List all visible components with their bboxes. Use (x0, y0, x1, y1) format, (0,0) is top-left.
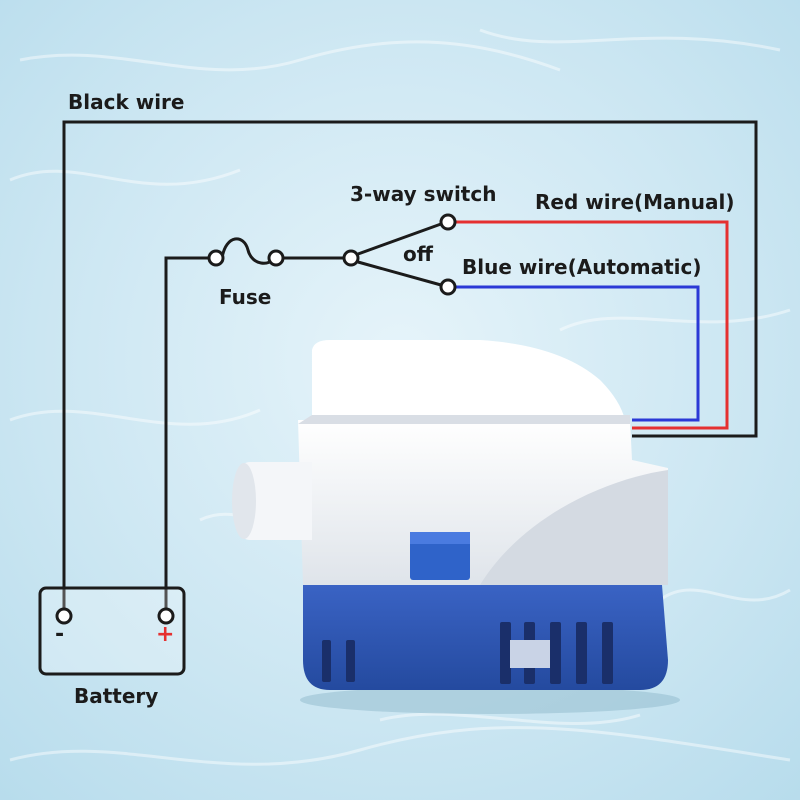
positive-wire (164, 256, 208, 612)
black-wire-label: Black wire (68, 90, 185, 114)
black-wire (62, 120, 758, 612)
fuse-icon (207, 237, 285, 267)
battery-negative-terminal-label: - (55, 622, 65, 647)
red-wire-label: Red wire(Manual) (535, 190, 735, 214)
blue-wire (456, 285, 700, 422)
battery-icon (38, 586, 186, 676)
switch-off-label: off (403, 242, 433, 266)
water-ripples (9, 28, 791, 766)
battery-positive-terminal-label: + (156, 622, 175, 647)
fuse-label: Fuse (219, 285, 272, 309)
pump-icon (232, 340, 680, 714)
switch-icon (342, 213, 457, 296)
switch-label: 3-way switch (350, 182, 497, 206)
blue-wire-label: Blue wire(Automatic) (462, 255, 702, 279)
red-wire (456, 220, 729, 430)
battery-label: Battery (74, 684, 159, 708)
